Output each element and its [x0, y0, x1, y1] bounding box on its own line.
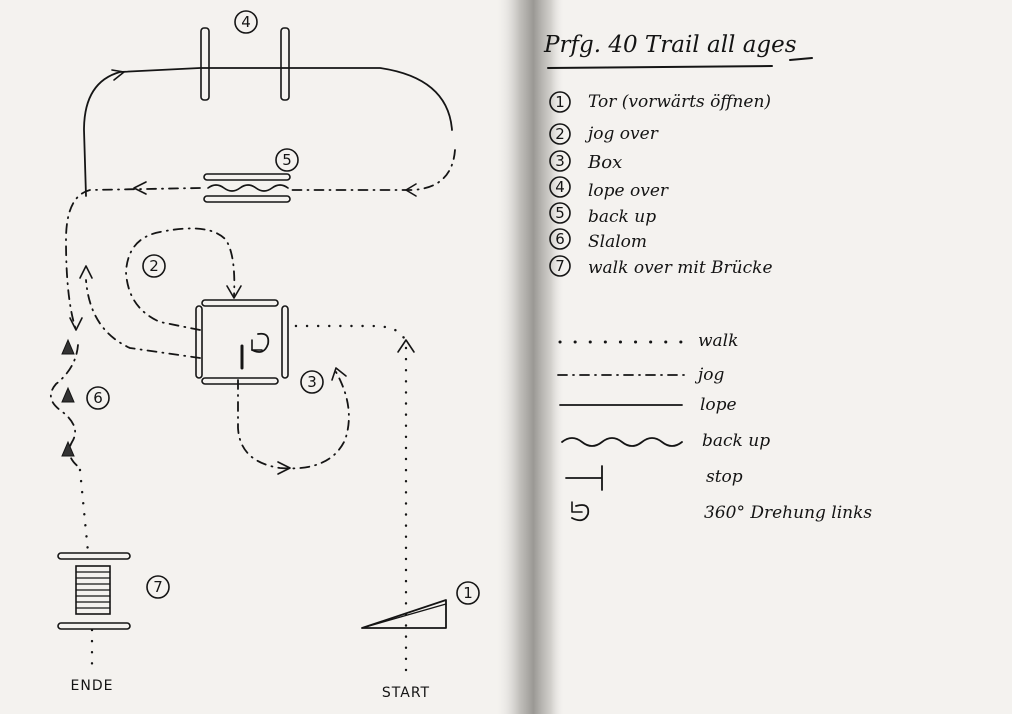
- course-paths: [50, 67, 456, 674]
- obstacle-backup-poles: [203, 173, 291, 203]
- legend-item-stop: stop: [565, 465, 743, 491]
- svg-text:2: 2: [555, 125, 565, 143]
- svg-text:lope over: lope over: [588, 181, 669, 201]
- svg-text:walk: walk: [698, 331, 738, 351]
- svg-text:1: 1: [555, 93, 565, 111]
- marker-6: 6: [86, 386, 110, 410]
- svg-text:2: 2: [149, 257, 159, 275]
- svg-text:6: 6: [555, 230, 565, 248]
- marker-5: 5: [275, 148, 299, 172]
- svg-text:3: 3: [555, 152, 565, 170]
- title-underline: [547, 57, 813, 69]
- svg-text:lope: lope: [700, 395, 737, 415]
- list-item: 6 Slalom: [549, 228, 647, 252]
- jog-path-box-loop: [237, 371, 350, 470]
- obstacle-list: 1 Tor (vorwärts öffnen) 2 jog over 3 Box…: [549, 91, 773, 278]
- svg-text:back up: back up: [702, 431, 770, 451]
- page-title: Prfg. 40 Trail all ages: [543, 32, 797, 58]
- svg-text:jog: jog: [694, 365, 725, 385]
- legend-item-walk: walk: [558, 331, 738, 351]
- svg-text:7: 7: [153, 578, 163, 596]
- page-fold-shadow: [495, 0, 565, 714]
- marker-1: 1: [456, 581, 480, 605]
- svg-text:jog over: jog over: [584, 124, 659, 144]
- obstacle-gate: [361, 599, 447, 629]
- jog-path-backup-exit: [289, 149, 456, 191]
- svg-text:3: 3: [307, 373, 317, 391]
- list-item: 7 walk over mit Brücke: [549, 255, 773, 278]
- start-label: START: [382, 685, 430, 701]
- obstacle-lope-over-poles: [200, 27, 290, 101]
- svg-text:5: 5: [555, 204, 565, 222]
- svg-text:stop: stop: [706, 467, 743, 487]
- line-legend: walk jog lope back up stop 360° Drehung …: [557, 331, 872, 523]
- marker-3: 3: [300, 370, 324, 394]
- legend-item-lope: lope: [559, 395, 737, 415]
- list-item: 5 back up: [549, 202, 656, 227]
- svg-text:6: 6: [93, 389, 103, 407]
- list-item: 3 Box: [549, 150, 622, 173]
- svg-text:back up: back up: [588, 207, 656, 227]
- jog-path-left: [65, 187, 201, 331]
- svg-text:1: 1: [463, 584, 473, 602]
- svg-text:Box: Box: [587, 152, 622, 173]
- list-item: 2 jog over: [549, 123, 659, 145]
- svg-text:360° Drehung links: 360° Drehung links: [704, 503, 872, 523]
- svg-text:Tor (vorwärts öffnen): Tor (vorwärts öffnen): [588, 92, 771, 112]
- list-item: 4 lope over: [549, 176, 669, 201]
- svg-text:4: 4: [555, 178, 565, 196]
- obstacle-box: [195, 299, 289, 385]
- course-number-markers: 4 5 2 3 6 7 1: [86, 10, 480, 605]
- walk-path-end: [78, 468, 94, 674]
- marker-4: 4: [234, 10, 258, 34]
- lope-path: [83, 67, 453, 197]
- legend-item-turn: 360° Drehung links: [571, 501, 872, 523]
- svg-text:walk over mit Brücke: walk over mit Brücke: [588, 258, 773, 278]
- obstacle-slalom-cones: [61, 338, 75, 457]
- list-item: 1 Tor (vorwärts öffnen): [549, 91, 771, 113]
- svg-text:7: 7: [555, 257, 565, 275]
- marker-7: 7: [146, 575, 170, 599]
- jog-path-2: [125, 227, 236, 331]
- legend-item-jog: jog: [557, 365, 725, 385]
- legend-item-backup: back up: [561, 431, 770, 451]
- jog-path-to-lope: [85, 279, 201, 359]
- marker-2: 2: [142, 254, 166, 278]
- end-label: ENDE: [71, 678, 114, 694]
- svg-text:4: 4: [241, 13, 251, 31]
- obstacle-bridge: [57, 552, 131, 630]
- svg-text:5: 5: [282, 151, 292, 169]
- svg-text:Slalom: Slalom: [588, 232, 647, 252]
